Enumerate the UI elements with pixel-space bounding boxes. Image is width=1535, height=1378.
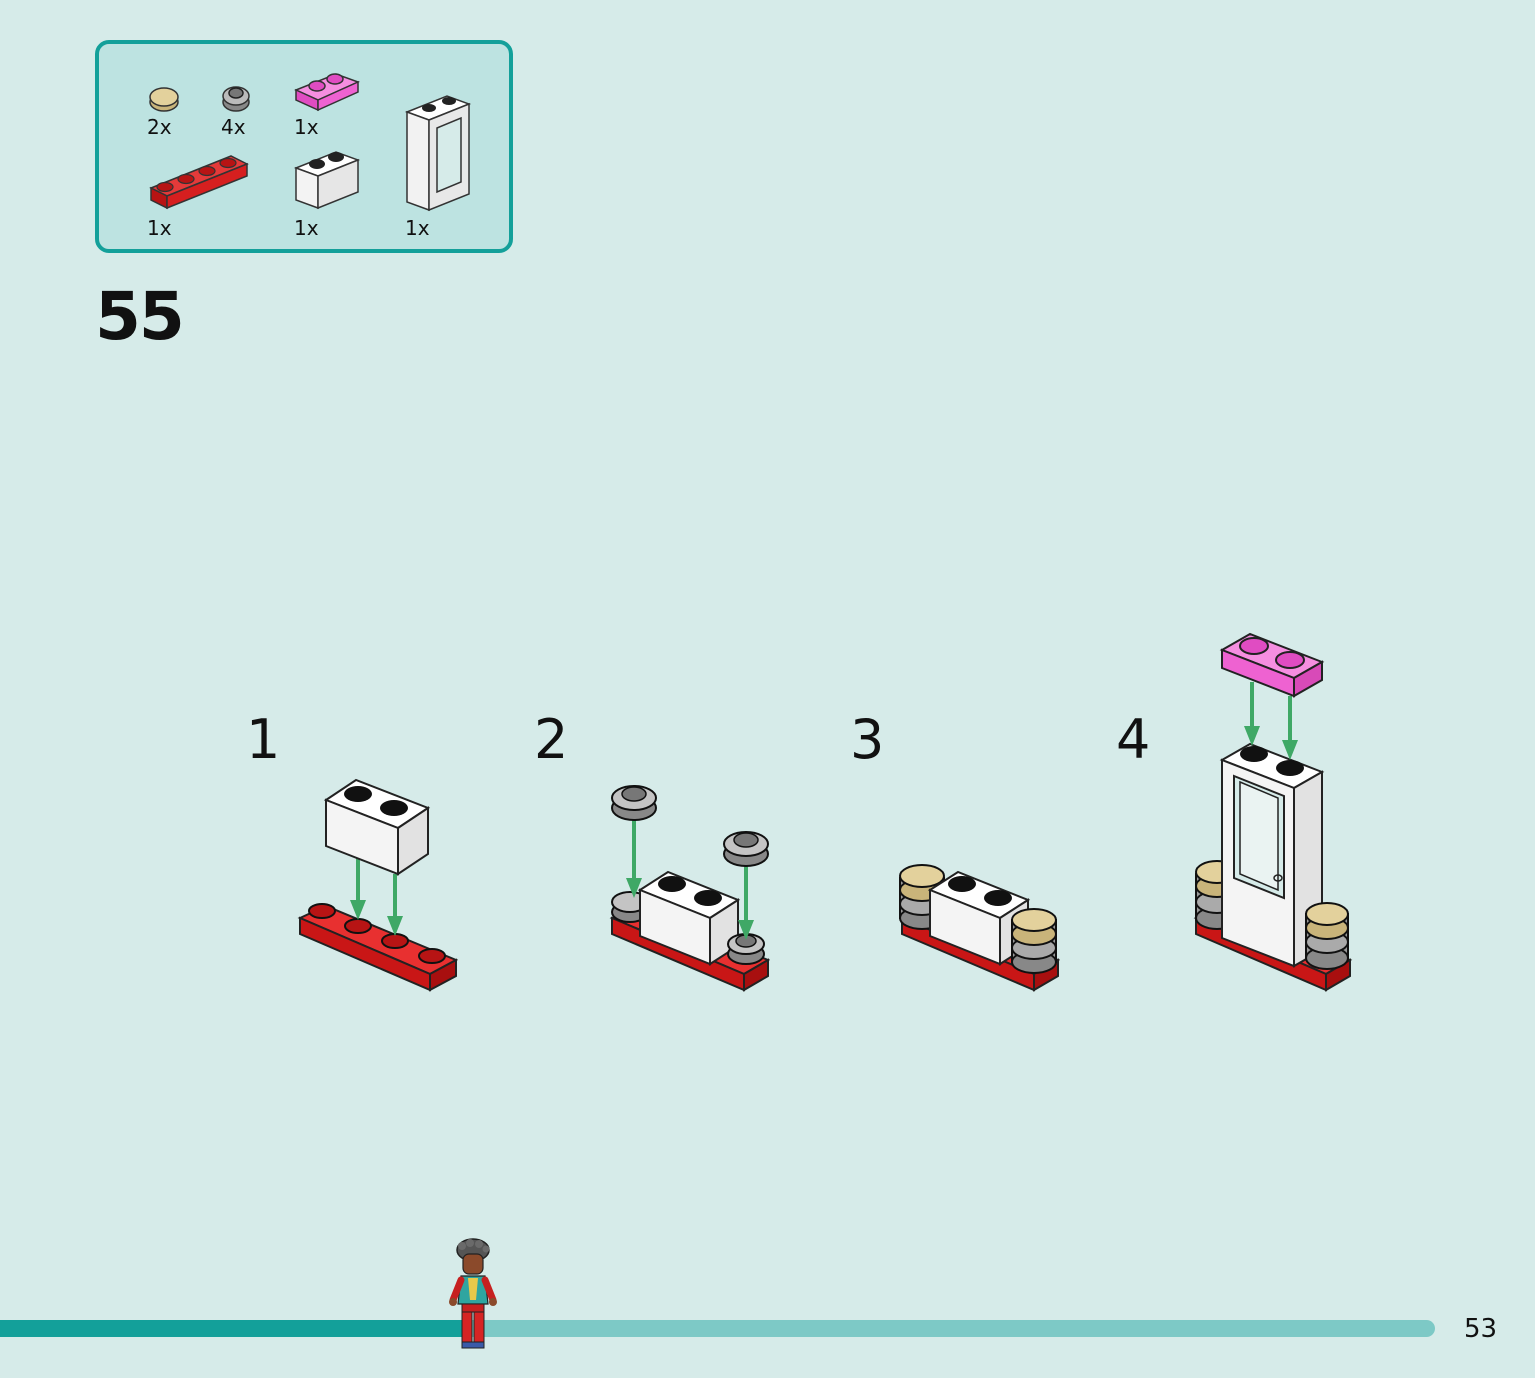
part-qty: 4x: [221, 115, 246, 139]
substep-3-illustration: [899, 864, 1060, 992]
part-qty: 1x: [294, 216, 319, 240]
part-qty: 1x: [405, 216, 430, 240]
part-qty: 1x: [294, 115, 319, 139]
progress-bar-track: [0, 1320, 1435, 1337]
tan-round-plate-icon: [149, 87, 179, 112]
substep-number: 1: [246, 708, 281, 771]
white-window-frame-icon: [404, 95, 472, 212]
part-qty: 1x: [147, 216, 172, 240]
substep-1-illustration: [297, 778, 458, 992]
step-number: 55: [95, 278, 185, 355]
pink-plate-icon: [294, 73, 360, 112]
progress-bar-fill: [0, 1320, 467, 1337]
gray-round-plate-icon: [222, 86, 250, 112]
red-plate-icon: [149, 155, 249, 210]
part-qty: 2x: [147, 115, 172, 139]
minifigure-progress-marker-icon: [449, 1238, 497, 1349]
parts-list-callout: 2x 4x 1x 1x 1x: [95, 40, 513, 253]
substep-number: 4: [1116, 708, 1151, 771]
substep-number: 2: [534, 708, 569, 771]
page-number: 53: [1464, 1314, 1498, 1344]
white-brick-icon: [293, 151, 361, 210]
substep-number: 3: [850, 708, 885, 771]
substep-4-illustration: [1193, 632, 1353, 992]
substep-2-illustration: [609, 785, 770, 992]
